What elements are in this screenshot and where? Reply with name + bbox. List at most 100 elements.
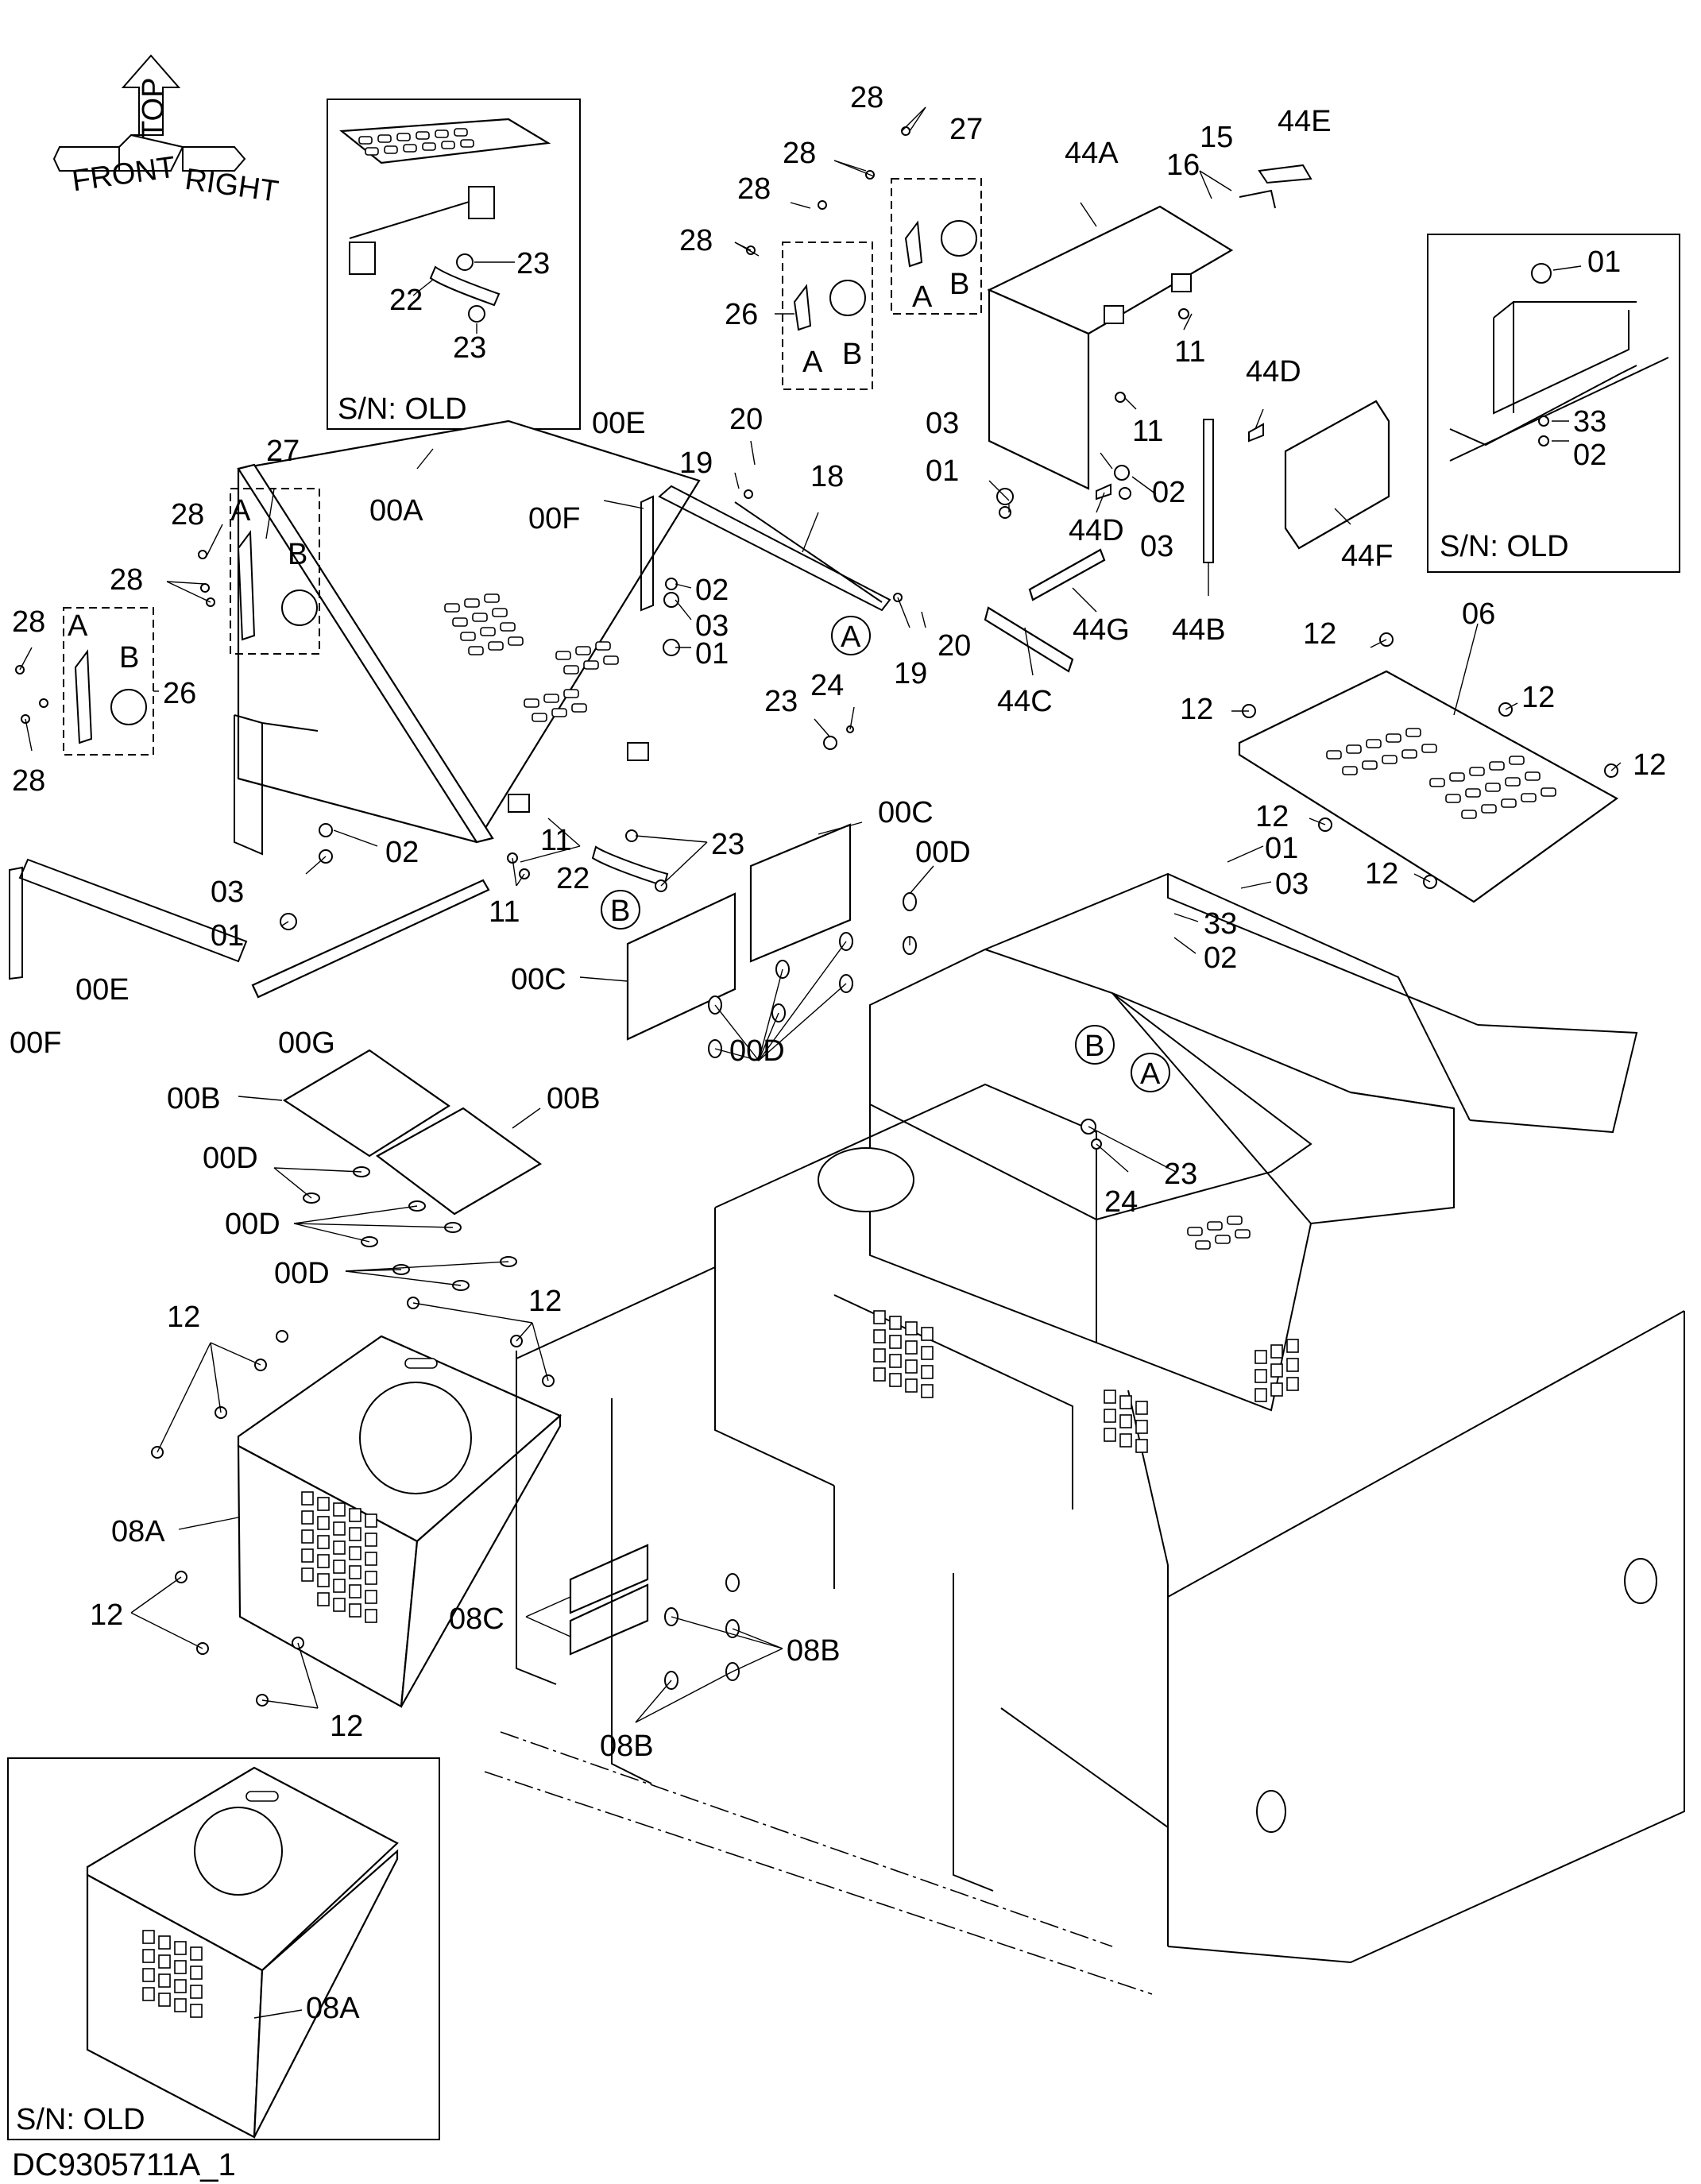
callout: 00B [547,1082,601,1115]
callout: 19 [679,446,713,480]
marker-b-left: B [601,890,640,930]
cover-08A-vent-grid [301,1491,377,1623]
callout: 18 [810,460,844,493]
machine-vent-grid [873,1216,1299,1453]
callout: 01 [1265,832,1298,865]
inset-cover-old: 08A S/N: OLD [7,1757,440,2140]
rail-parts-left [9,823,669,999]
callout: 11 [489,895,520,929]
callout: 28 [679,224,713,257]
latch-assembly-27-top [865,126,982,315]
callout: 02 [1204,941,1237,975]
parts-44-group [984,164,1390,673]
rail-parts-top [640,485,903,750]
callout: 00A [369,494,423,528]
marker-a-body: A [1131,1053,1170,1092]
callout: 12 [330,1710,363,1743]
callout: 01 [926,454,959,488]
pads-00C [626,823,917,1058]
callout: 19 [894,657,927,690]
callout: 00E [592,407,646,440]
callout: 44A [1065,137,1119,170]
callout: 12 [167,1301,200,1334]
callout: 11 [1132,415,1163,448]
callout: 44D [1246,355,1301,388]
callout: 01 [695,637,729,671]
callout: 44B [1172,613,1226,647]
callout: 44E [1278,105,1332,138]
callout: A [802,346,823,379]
drawing-number: DC9305711A_1 [12,2147,236,2182]
callout: 03 [1140,530,1173,563]
callout: 33 [1204,907,1237,941]
callout: 12 [1521,681,1555,714]
inset-bracket-title: S/N: OLD [1440,530,1569,563]
callout: 01 [211,919,244,953]
callout: B [949,268,969,301]
inset-cover-vent-grid [142,1930,203,2018]
callout: 08C [449,1602,505,1636]
callout: 28 [110,563,143,597]
callout: 44D [1069,514,1124,547]
callout: 00E [75,973,130,1007]
callout: 00C [878,796,934,829]
latch-assembly-26-left [15,607,154,756]
callout: 00F [10,1026,61,1060]
inset-cover-label-08A: 08A [306,1992,360,2025]
svg-text:A: A [1140,1057,1161,1091]
callout: 24 [1104,1185,1138,1219]
callout: 00G [278,1026,335,1060]
callout: 12 [1303,617,1336,651]
reference-markers: A B B A [601,616,1170,1092]
inset-latch-old: 23 22 23 S/N: OLD [327,99,581,430]
callout: 23 [711,828,744,861]
callout: 03 [926,407,959,440]
callout: 12 [528,1285,562,1318]
callout: 27 [266,435,300,468]
callout: 12 [1365,857,1398,891]
callout: A [68,609,88,643]
callout: 03 [211,876,244,909]
inset-latch-vent-slots [358,128,474,156]
callout: 27 [949,113,983,146]
callout: 12 [1180,693,1213,726]
callout-labels: 28 27 28 28 28 26 A B A B 44A 16 15 44E … [10,81,1666,1763]
callout: 12 [1633,748,1666,782]
inset-latch-label-23-bottom: 23 [453,331,486,365]
callout: 15 [1200,121,1233,154]
callout: 28 [171,498,204,532]
dir-front-label: FRONT [70,151,177,199]
inset-latch-label-22: 22 [389,284,423,317]
dir-top-label: TOP [137,78,170,139]
svg-text:A: A [841,620,861,654]
callout: 23 [764,685,798,718]
callout: 00F [528,502,580,535]
callout: 03 [695,609,729,643]
callout: 28 [850,81,883,114]
direction-indicator: FRONT TOP RIGHT [52,54,280,209]
latch-assembly-27-left [198,488,320,655]
callout: 08A [111,1515,165,1548]
callout: 00D [729,1034,785,1068]
callout: 11 [1174,335,1205,369]
callout: 00D [274,1257,330,1290]
inset-bracket-label-02: 02 [1573,439,1606,472]
cover-00A [234,419,701,856]
callout: 00B [167,1082,221,1115]
callout: 28 [12,764,45,798]
callout: 24 [810,669,844,702]
callout: B [842,338,862,371]
inset-bracket-label-01: 01 [1587,245,1621,279]
pads-08C [569,1544,740,1690]
callout: 02 [385,836,419,869]
callout: 00C [511,963,566,996]
cover-08A [151,1297,562,1708]
callout: 20 [729,403,763,436]
callout: 28 [737,172,771,206]
callout: 00D [203,1142,258,1175]
cover-06-vent-slots [1326,728,1556,819]
callout: 23 [1164,1158,1197,1191]
callout: 28 [783,137,816,170]
